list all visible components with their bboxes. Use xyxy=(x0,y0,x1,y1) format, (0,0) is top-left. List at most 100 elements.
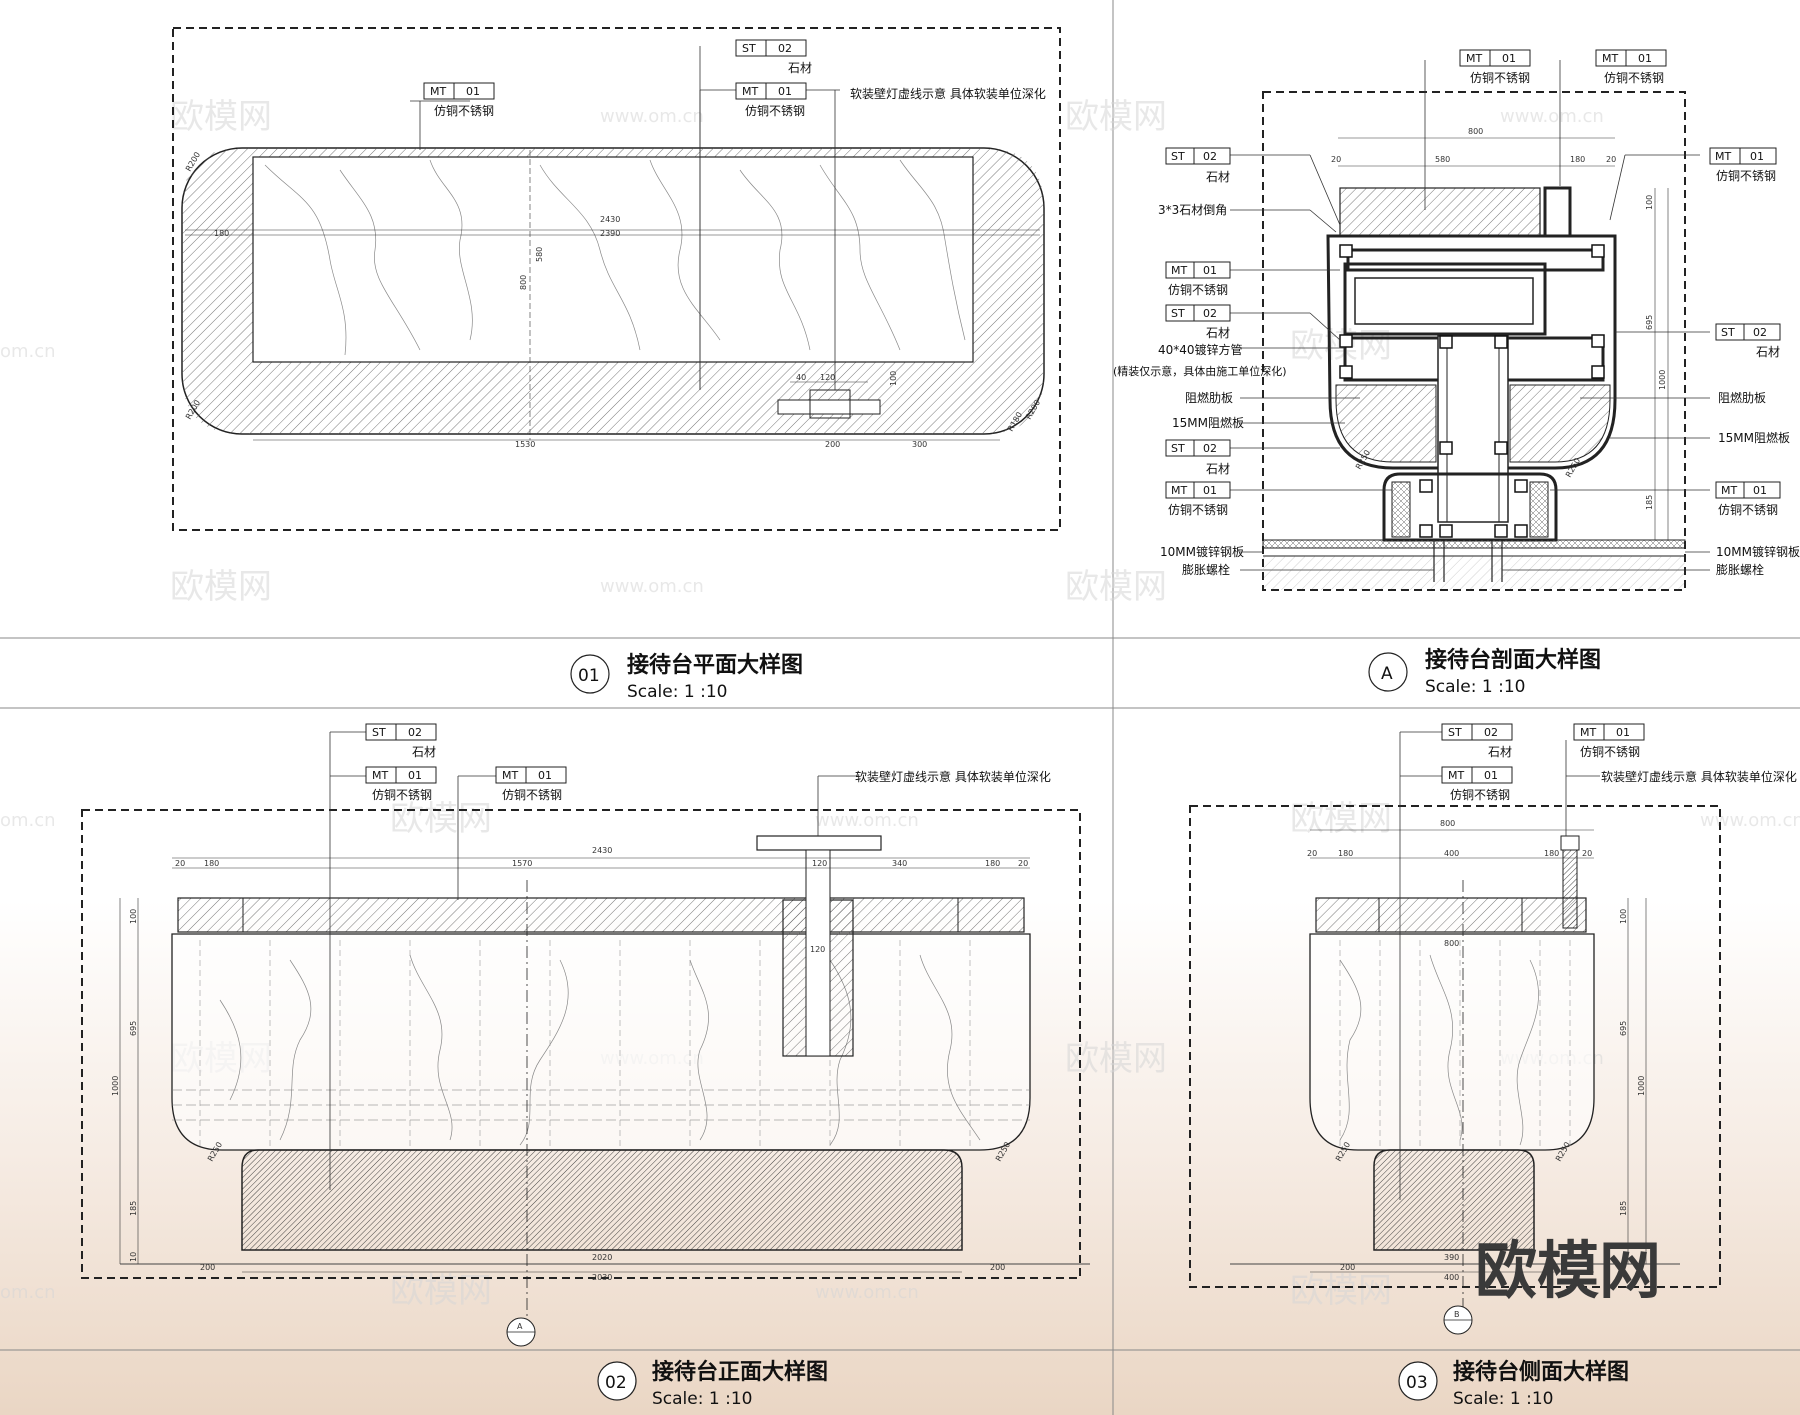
side-dim-inner: 800 xyxy=(1444,939,1459,948)
section-dim-h2: 695 xyxy=(1645,315,1654,330)
panel-01-scale: Scale: 1 :10 xyxy=(627,682,727,702)
section-tag-mt01-r1: MT 01 仿铜不锈钢 xyxy=(1709,147,1777,183)
side-dim-h1: 100 xyxy=(1619,909,1628,924)
svg-text:01: 01 xyxy=(538,769,552,782)
section-rib-label: 阻燃肋板 xyxy=(1185,390,1233,405)
section-view: 800 580 180 20 20 100 695 185 1000 R250 … xyxy=(1113,49,1800,591)
svg-text:仿铜不锈钢: 仿铜不锈钢 xyxy=(1580,744,1640,759)
svg-text:MT: MT xyxy=(1580,726,1596,739)
svg-text:02: 02 xyxy=(1484,726,1498,739)
front-tag-mt01-a: MT 01 仿铜不锈钢 xyxy=(365,766,437,802)
svg-text:MT: MT xyxy=(502,769,518,782)
plan-dim-lamp-w: 120 xyxy=(820,373,835,382)
svg-text:仿铜不锈钢: 仿铜不锈钢 xyxy=(1450,787,1510,802)
section-tag-st02-r: ST 02 石材 xyxy=(1715,323,1781,359)
plan-dim-total: 2430 xyxy=(600,215,620,224)
watermark-url: om.cn xyxy=(0,341,56,362)
side-frame xyxy=(1189,805,1721,1288)
svg-text:ST: ST xyxy=(1171,307,1185,320)
svg-text:02: 02 xyxy=(408,726,422,739)
watermark-url: www.om.cn xyxy=(600,106,704,127)
section-dim-h1: 100 xyxy=(1645,195,1654,210)
front-dim-left2: 180 xyxy=(985,859,1000,868)
svg-text:ST: ST xyxy=(742,42,756,55)
svg-text:01: 01 xyxy=(466,85,480,98)
front-dim-right: 340 xyxy=(892,859,907,868)
plan-dim-inner: 2390 xyxy=(600,229,620,238)
front-view: A 2430 20 180 1570 120 340 180 20 120 20… xyxy=(81,723,1090,1347)
svg-text:ST: ST xyxy=(1171,442,1185,455)
watermark-url: www.om.cn xyxy=(1700,810,1800,831)
watermark-brand: 欧模网 xyxy=(1290,1271,1392,1311)
front-dim-h2: 695 xyxy=(129,1021,138,1036)
svg-text:仿铜不锈钢: 仿铜不锈钢 xyxy=(1168,502,1228,517)
svg-text:石材: 石材 xyxy=(1206,326,1230,340)
side-dim-base-b: 400 xyxy=(1444,1273,1459,1282)
svg-text:仿铜不锈钢: 仿铜不锈钢 xyxy=(1718,502,1778,517)
plan-dim-left: 180 xyxy=(214,229,229,238)
svg-text:MT: MT xyxy=(742,85,758,98)
svg-text:MT: MT xyxy=(1171,264,1187,277)
plan-dim-lamp-h: 100 xyxy=(889,371,898,386)
section-tag-st02-2: ST 02 石材 xyxy=(1165,304,1231,340)
plan-frame xyxy=(172,27,1061,531)
svg-text:02: 02 xyxy=(1203,150,1217,163)
front-dim-h5: 10 xyxy=(129,1252,138,1262)
plan-dim-right-b: 300 xyxy=(912,440,927,449)
section-dim-h3: 1000 xyxy=(1658,370,1667,390)
svg-text:01: 01 xyxy=(1638,52,1652,65)
svg-text:01: 01 xyxy=(408,769,422,782)
watermark-brand: 欧模网 xyxy=(390,799,492,839)
watermark-url: om.cn xyxy=(0,810,56,831)
panel-03-scale: Scale: 1 :10 xyxy=(1453,1389,1553,1409)
side-dim-base-a: 390 xyxy=(1444,1253,1459,1262)
panel-a-badge xyxy=(1368,652,1408,692)
section-bolt-label-l: 膨胀螺栓 xyxy=(1182,562,1230,577)
watermark-brand: 欧模网 xyxy=(1065,1039,1167,1079)
svg-text:仿铜不锈钢: 仿铜不锈钢 xyxy=(502,787,562,802)
watermark-url: www.om.cn xyxy=(1500,106,1604,127)
section-tag-mt01-r2: MT 01 仿铜不锈钢 xyxy=(1715,481,1781,517)
plan-view: 2430 2390 180 800 580 1530 200 300 R200 … xyxy=(172,27,1061,531)
front-lamp-note: 软装壁灯虚线示意 具体软装单位深化 xyxy=(855,769,1051,784)
svg-text:03: 03 xyxy=(1406,1373,1428,1393)
svg-text:A: A xyxy=(1381,664,1393,684)
plan-dim-bottom: 1530 xyxy=(515,440,535,449)
front-dim-lamp-inner: 120 xyxy=(810,945,825,954)
panel-a-title: A 接待台剖面大样图 Scale: 1 :10 xyxy=(1368,647,1601,697)
watermark-brand: 欧模网 xyxy=(170,567,272,607)
front-dim-mid: 1570 xyxy=(512,859,532,868)
panel-01-badge xyxy=(570,654,610,694)
section-board15-label: 15MM阻燃板 xyxy=(1172,415,1244,430)
svg-text:02: 02 xyxy=(778,42,792,55)
section-chamfer-label: 3*3石材倒角 xyxy=(1158,203,1227,217)
brand-logo: 欧模网 xyxy=(1475,1234,1661,1307)
side-dim-edge: 20 xyxy=(1307,849,1317,858)
section-dim-h4: 185 xyxy=(1645,495,1654,510)
svg-text:MT: MT xyxy=(1602,52,1618,65)
section-tag-mt01-2: MT 01 仿铜不锈钢 xyxy=(1165,481,1231,517)
svg-text:01: 01 xyxy=(1502,52,1516,65)
side-tag-mt01-a: MT 01 仿铜不锈钢 xyxy=(1441,766,1513,802)
panel-03-badge xyxy=(1398,1361,1438,1401)
front-dim-h1: 100 xyxy=(129,909,138,924)
front-dim-h3: 1000 xyxy=(111,1076,120,1096)
svg-text:MT: MT xyxy=(372,769,388,782)
front-dim-lamp: 120 xyxy=(812,859,827,868)
panel-02-badge xyxy=(597,1361,637,1401)
panel-02-scale: Scale: 1 :10 xyxy=(652,1389,752,1409)
svg-text:仿铜不锈钢: 仿铜不锈钢 xyxy=(1168,282,1228,297)
section-tag-mt01-top-l: MT 01 仿铜不锈钢 xyxy=(1459,49,1531,85)
side-dim-h2: 695 xyxy=(1619,1021,1628,1036)
svg-text:01: 01 xyxy=(578,666,600,686)
plan-tag-st02: ST 02 石材 xyxy=(735,39,812,75)
plan-dim-right-a: 200 xyxy=(825,440,840,449)
plan-dim-lamp-a: 40 xyxy=(796,373,806,382)
svg-text:石材: 石材 xyxy=(1206,170,1230,184)
svg-text:01: 01 xyxy=(1203,484,1217,497)
front-dim-total: 2430 xyxy=(592,846,612,855)
section-plate-label-l: 10MM镀锌钢板 xyxy=(1160,545,1244,559)
svg-text:ST: ST xyxy=(1171,150,1185,163)
